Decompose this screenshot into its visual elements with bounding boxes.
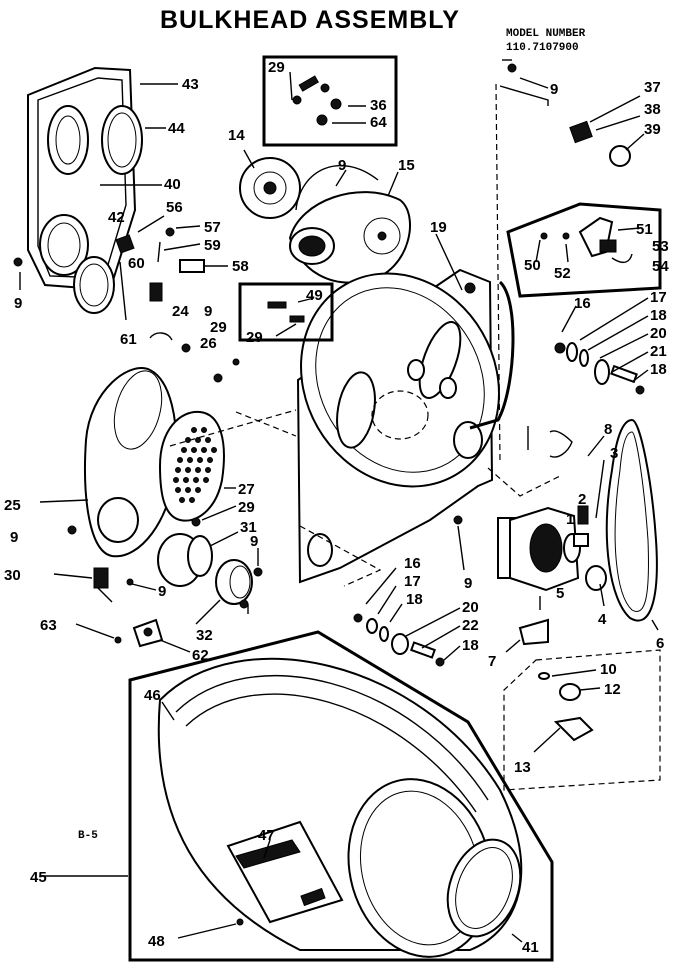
callout-60: 60: [128, 255, 145, 272]
callout-39: 39: [644, 121, 661, 138]
drum-assembly: [40, 630, 554, 962]
callout-47: 47: [258, 827, 275, 844]
callout-4: 4: [598, 611, 607, 628]
bearing-stack: [554, 297, 649, 395]
callout-37: 37: [644, 79, 661, 96]
callout-13: 13: [514, 759, 531, 776]
callout-38: 38: [644, 101, 661, 118]
callout-20-b: 20: [462, 599, 479, 616]
callouts: 43 44 40 56 42 57 59 60 58 9 61 24 9 29 …: [4, 59, 669, 956]
callout-9-e: 9: [10, 529, 18, 546]
callout-29-d: 29: [238, 499, 255, 516]
callout-6: 6: [656, 635, 664, 652]
idler-pulley-box: [503, 649, 661, 791]
callout-3: 3: [610, 445, 618, 462]
duct-assembly: [39, 367, 382, 653]
callout-58: 58: [232, 258, 249, 275]
callout-36: 36: [370, 97, 387, 114]
callout-7: 7: [488, 653, 496, 670]
callout-59: 59: [204, 237, 221, 254]
callout-41: 41: [522, 939, 539, 956]
callout-18-b: 18: [650, 361, 667, 378]
callout-16-b: 16: [404, 555, 421, 572]
callout-56: 56: [166, 199, 183, 216]
callout-9-a: 9: [14, 295, 22, 312]
filter-screen-holes: [173, 427, 217, 503]
callout-49: 49: [306, 287, 323, 304]
callout-40: 40: [164, 176, 181, 193]
callout-25: 25: [4, 497, 21, 514]
callout-43: 43: [182, 76, 199, 93]
callout-1: 1: [566, 511, 574, 528]
callout-18-c: 18: [406, 591, 423, 608]
callout-9-c: 9: [338, 157, 346, 174]
callout-51: 51: [636, 221, 653, 238]
callout-2: 2: [578, 491, 586, 508]
callout-54: 54: [652, 258, 669, 275]
idler-bracket-box: [238, 282, 334, 342]
callout-15: 15: [398, 157, 415, 174]
model-number: 110.7107900: [506, 42, 579, 54]
diagram-title: BULKHEAD ASSEMBLY: [160, 6, 460, 34]
callout-32: 32: [196, 627, 213, 644]
callout-42: 42: [108, 209, 125, 226]
callout-62: 62: [192, 647, 209, 664]
callout-29-b: 29: [268, 59, 285, 76]
blower-assembly: [239, 55, 411, 284]
callout-18-d: 18: [462, 637, 479, 654]
front-panel-assembly: [13, 66, 240, 383]
thermostat-box: [506, 202, 662, 298]
callout-45: 45: [30, 869, 47, 886]
callout-53: 53: [652, 238, 669, 255]
callout-19: 19: [430, 219, 447, 236]
callout-50: 50: [524, 257, 541, 274]
motor-assembly: [487, 418, 659, 653]
callout-31: 31: [240, 519, 257, 536]
callout-18-a: 18: [650, 307, 667, 324]
callout-17-a: 17: [650, 289, 667, 306]
callout-14: 14: [228, 127, 245, 144]
callout-22: 22: [462, 617, 479, 634]
callout-26: 26: [200, 335, 217, 352]
callout-16-a: 16: [574, 295, 591, 312]
callout-44: 44: [168, 120, 185, 137]
callout-29-c: 29: [246, 329, 263, 346]
callout-20-a: 20: [650, 325, 667, 342]
callout-57: 57: [204, 219, 221, 236]
callout-24: 24: [172, 303, 189, 320]
bulkhead-plate: [296, 233, 515, 584]
callout-9-g: 9: [158, 583, 166, 600]
callout-8: 8: [604, 421, 612, 438]
callout-61: 61: [120, 331, 137, 348]
callout-9-h: 9: [464, 575, 472, 592]
callout-29-a: 29: [210, 319, 227, 336]
page-reference: B-5: [78, 830, 98, 842]
callout-48: 48: [148, 933, 165, 950]
callout-21: 21: [650, 343, 667, 360]
callout-10: 10: [600, 661, 617, 678]
callout-9-f: 9: [250, 533, 258, 550]
callout-46: 46: [144, 687, 161, 704]
callout-5: 5: [556, 585, 564, 602]
model-label: MODEL NUMBER: [506, 28, 586, 40]
callout-52: 52: [554, 265, 571, 282]
callout-12: 12: [604, 681, 621, 698]
right-top-parts: [495, 59, 645, 463]
callout-9-b: 9: [204, 303, 212, 320]
callout-27: 27: [238, 481, 255, 498]
callout-17-b: 17: [404, 573, 421, 590]
callout-9-d: 9: [550, 81, 558, 98]
callout-64: 64: [370, 114, 387, 131]
callout-63: 63: [40, 617, 57, 634]
callout-30: 30: [4, 567, 21, 584]
rear-bearing-stack: [353, 567, 461, 667]
